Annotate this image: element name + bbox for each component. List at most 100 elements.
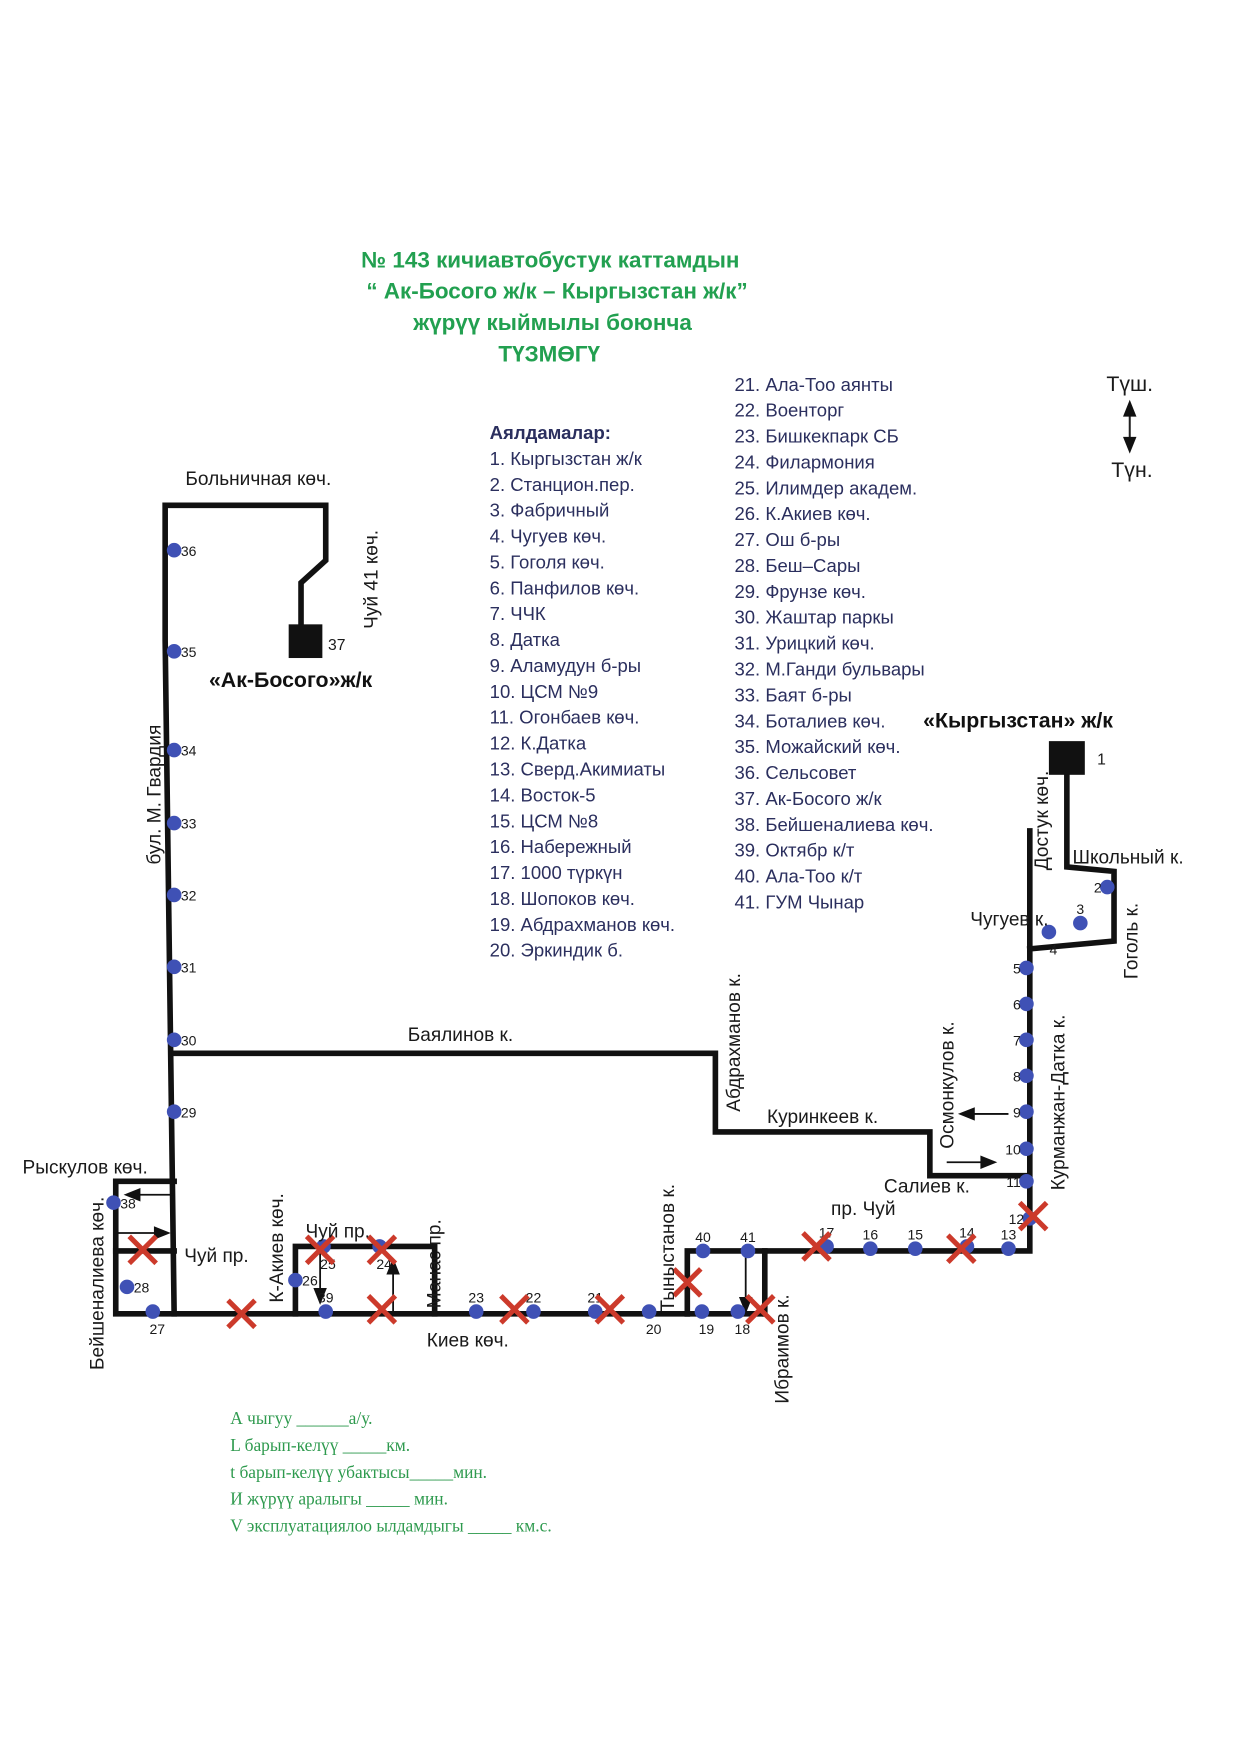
stop-number-12: 12: [1009, 1211, 1025, 1227]
street-label: К-Акиев көч.: [267, 1193, 288, 1302]
stop-marker-20[interactable]: [641, 1304, 657, 1319]
stop-marker-4[interactable]: [1041, 924, 1057, 940]
stop-list-item: 32. М.Ганди бульвары: [734, 658, 924, 679]
stop-marker-28[interactable]: [119, 1279, 135, 1295]
legend-line-v: V эксплуатациялоо ылдамдыгы _____ км.с.: [230, 1516, 551, 1536]
stop-number-5: 5: [1013, 961, 1021, 977]
stop-list-item: 35. Можайский көч.: [734, 736, 900, 757]
street-label: Чуй 41 көч.: [361, 530, 382, 629]
stop-marker-23[interactable]: [468, 1304, 484, 1319]
street-label: Гоголь к.: [1122, 903, 1143, 979]
stop-marker-40[interactable]: [695, 1243, 711, 1259]
stop-number-32: 32: [181, 888, 197, 904]
stop-list-item: 6. Панфилов көч.: [490, 577, 639, 598]
stop-list-item: 39. Октябр к/т: [734, 840, 854, 861]
direction-arrows: [115, 1107, 1009, 1314]
stop-marker-34[interactable]: [166, 742, 182, 758]
stop-marker-21[interactable]: [587, 1304, 603, 1319]
route-segment-dostuk: [1026, 760, 1117, 952]
stop-list-item: 29. Фрунзе көч.: [734, 581, 865, 602]
stop-marker-11[interactable]: [1019, 1174, 1034, 1189]
arrow-right-icon: [980, 1155, 998, 1169]
stop-list-item: 33. Баят б-ры: [734, 684, 851, 705]
stops-heading: Аялдамалар:: [490, 422, 611, 443]
stop-marker-29[interactable]: [166, 1104, 182, 1119]
stop-list-item: 14. Восток-5: [490, 784, 596, 805]
title-line-3: жүрүү кыймылы боюнча: [412, 310, 692, 335]
stop-marker-35[interactable]: [166, 643, 182, 659]
stop-marker-3[interactable]: [1073, 915, 1088, 931]
stop-list-item: 2. Станцион.пер.: [490, 474, 635, 495]
terminal-akbosogo-marker[interactable]: [288, 624, 323, 659]
stop-marker-8[interactable]: [1019, 1068, 1034, 1084]
street-label: Курманжан-Датка к.: [1049, 1015, 1070, 1191]
terminal-kyrgyzstan-marker[interactable]: [1048, 741, 1085, 775]
stop-marker-39[interactable]: [318, 1304, 334, 1319]
stop-list-item: 8. Датка: [490, 629, 561, 650]
stop-number-9: 9: [1013, 1104, 1021, 1120]
stop-marker-2[interactable]: [1099, 879, 1115, 895]
stop-list-item: 10. ЦСМ №9: [490, 681, 598, 702]
stop-marker-7[interactable]: [1019, 1032, 1034, 1048]
stop-marker-33[interactable]: [166, 815, 182, 831]
stop-marker-27[interactable]: [145, 1304, 161, 1319]
stop-number-26: 26: [302, 1273, 318, 1289]
stop-list-item: 13. Сверд.Акимиаты: [490, 758, 666, 779]
terminal-kyrgyzstan-label: «Кыргызстан» ж/к: [923, 709, 1113, 733]
stop-number-13: 13: [1001, 1227, 1017, 1243]
stop-marker-5[interactable]: [1019, 960, 1034, 976]
stop-marker-6[interactable]: [1019, 996, 1034, 1012]
arrow-right-icon: [153, 1226, 171, 1240]
stop-list-item: 24. Филармония: [734, 451, 874, 472]
stop-marker-32[interactable]: [166, 887, 182, 903]
stop-marker-41[interactable]: [740, 1243, 756, 1259]
stop-number-6: 6: [1013, 997, 1021, 1013]
street-label: бул. М. Гвардия: [145, 725, 166, 865]
stop-marker-36[interactable]: [166, 542, 182, 558]
stop-marker-19[interactable]: [694, 1304, 710, 1319]
stop-list-item: 40. Ала-Тоо к/т: [734, 866, 862, 887]
street-label: Киев көч.: [427, 1330, 509, 1351]
route-segment-akbosogo: [162, 502, 329, 1317]
stop-marker-38[interactable]: [106, 1195, 121, 1210]
stop-list-item: 1. Кыргызстан ж/к: [490, 448, 643, 469]
stop-marker-15[interactable]: [907, 1241, 923, 1256]
stop-number-4: 4: [1049, 941, 1057, 957]
stop-marker-18[interactable]: [730, 1304, 746, 1319]
stop-numbers: 2345678910111213141516171819202122232425…: [120, 543, 1102, 1337]
closed-x-icon: [366, 1294, 398, 1325]
street-label: пр. Чуй: [831, 1199, 895, 1220]
stop-number-17: 17: [819, 1224, 835, 1240]
stop-number-16: 16: [863, 1227, 879, 1243]
title-line-2: “ Ак-Босого ж/к – Кыргызстан ж/к”: [366, 279, 747, 304]
stop-list-item: 4. Чугуев көч.: [490, 526, 606, 547]
street-label: Достук көч.: [1032, 771, 1053, 871]
stop-number-3: 3: [1076, 901, 1084, 917]
closed-x-icon: [745, 1294, 776, 1325]
legend-line-a: А чыгуу ______а/у.: [230, 1408, 372, 1428]
stop-marker-9[interactable]: [1019, 1104, 1034, 1119]
stop-number-36: 36: [181, 543, 197, 559]
stops-column-1: 1. Кыргызстан ж/к2. Станцион.пер.3. Фабр…: [490, 448, 675, 961]
stop-list-item: 28. Беш–Сары: [734, 555, 860, 576]
stop-list-item: 7. ЧЧК: [490, 603, 546, 624]
stop-number-24: 24: [376, 1256, 392, 1272]
stop-marker-31[interactable]: [166, 959, 182, 975]
stop-marker-26[interactable]: [288, 1272, 303, 1288]
title-block: № 143 кичиавтобустук каттамдын “ Ак-Босо…: [361, 247, 748, 366]
stop-number-34: 34: [181, 743, 197, 759]
stop-marker-30[interactable]: [166, 1032, 182, 1048]
stop-marker-22[interactable]: [526, 1304, 541, 1319]
direction-south-label: Түн.: [1111, 458, 1152, 482]
route-segment-kiev: [112, 1178, 691, 1317]
stops-list: Аялдамалар: 1. Кыргызстан ж/к 2. Станцион…: [490, 374, 934, 961]
stop-marker-13[interactable]: [1001, 1241, 1016, 1256]
legend-line-i: И жүрүү аралыгы _____ мин.: [230, 1489, 448, 1509]
stop-list-item: 30. Жаштар паркы: [734, 607, 893, 628]
stop-number-8: 8: [1013, 1068, 1021, 1084]
stop-marker-10[interactable]: [1019, 1141, 1034, 1157]
stop-marker-16[interactable]: [863, 1241, 878, 1256]
stop-number-31: 31: [181, 959, 197, 975]
